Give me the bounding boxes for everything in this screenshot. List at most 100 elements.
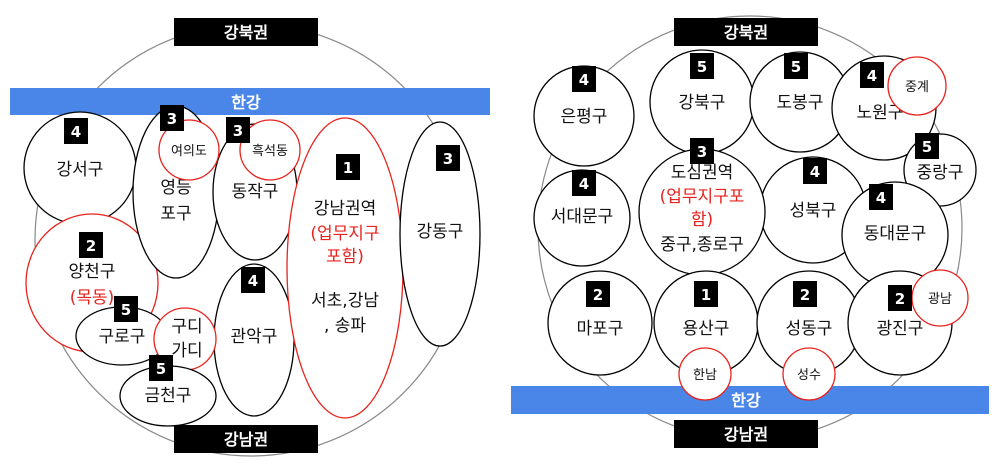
- rank-badge-geumcheon-text: 5: [156, 360, 166, 378]
- area-gudi-line2: 가디: [171, 341, 202, 361]
- rank-badge-downtown-text: 3: [697, 143, 707, 161]
- rank-badge-dobong-text: 5: [791, 58, 801, 76]
- rank-badge-dobong: [784, 53, 808, 79]
- rank-badge-dongdaemun: [869, 184, 893, 210]
- district-dongdaemun-name: 동대문구: [864, 224, 927, 244]
- rank-badge-seodaemun-text: 4: [579, 175, 589, 193]
- area-yeouido: [158, 119, 220, 181]
- left-north-label-box: [174, 18, 318, 46]
- rank-badge-gwanak-text: 4: [248, 272, 258, 290]
- district-geumcheon-name: 금천구: [145, 386, 192, 406]
- rank-badge-gwangjin-text: 2: [895, 290, 905, 308]
- area-yeouido-name: 여의도: [171, 144, 207, 159]
- district-yeongdeungpo-name1: 영등: [160, 178, 191, 198]
- area-hannam: [678, 347, 732, 401]
- rank-badge-nowon-text: 4: [867, 67, 877, 85]
- rank-badge-yeongdeungpo: [160, 105, 184, 131]
- rank-badge-jungnang-text: 5: [922, 138, 932, 156]
- district-seongbuk-name: 성북구: [790, 201, 837, 221]
- district-yongsan-name: 용산구: [683, 319, 730, 339]
- rank-badge-gangbuk: [690, 53, 714, 79]
- district-gangdong: [399, 121, 481, 347]
- right-north-label-box: [674, 18, 818, 46]
- district-eunpyeong-name: 은평구: [561, 107, 608, 127]
- area-heukseok-name: 흑석동: [252, 144, 288, 159]
- rank-badge-nowon: [860, 62, 884, 88]
- rank-badge-gangnam-text: 1: [343, 159, 353, 177]
- district-gangbuk-name: 강북구: [679, 93, 726, 113]
- district-downtown-line3: 함): [691, 210, 713, 230]
- area-heukseok: [239, 119, 301, 181]
- district-mapo-name: 마포구: [577, 319, 624, 339]
- district-jungnang-name: 중랑구: [917, 163, 964, 183]
- rank-badge-dongjak: [226, 117, 250, 143]
- district-dobong-name: 도봉구: [777, 93, 824, 113]
- rank-badge-gangseo: [64, 118, 88, 144]
- rank-badge-gangseo-text: 4: [71, 123, 81, 141]
- rank-badge-dongjak-text: 3: [233, 122, 243, 140]
- rank-badge-seongdong-text: 2: [800, 286, 810, 304]
- district-gangdong-name: 강동구: [417, 222, 464, 242]
- rank-badge-seongbuk-text: 4: [810, 163, 820, 181]
- rank-badge-guro: [114, 296, 138, 322]
- district-gangnam-line3: 포함): [326, 247, 364, 267]
- rank-badge-mapo-text: 2: [593, 286, 603, 304]
- left-south-label: 강남권: [224, 430, 268, 449]
- rank-badge-jungnang: [915, 133, 939, 159]
- district-yangcheon-sub: (목동): [70, 288, 115, 308]
- rank-badge-gwangjin: [888, 285, 912, 311]
- right-south-label-box: [674, 420, 818, 448]
- district-guro-name: 구로구: [99, 327, 146, 347]
- area-junggye: [887, 56, 947, 116]
- rank-badge-seongbuk: [803, 158, 827, 184]
- left-river-band: [10, 88, 490, 115]
- rank-badge-yongsan: [694, 281, 718, 307]
- district-gwanak-name: 관악구: [231, 327, 278, 347]
- district-yeongdeungpo-name2: 포구: [160, 204, 191, 224]
- district-yangcheon-name: 양천구: [69, 262, 116, 282]
- district-mapo: [547, 270, 653, 376]
- rank-badge-seongdong: [793, 281, 817, 307]
- rank-badge-gangdong: [436, 145, 460, 171]
- district-gangnam-line4: 서초,강남: [311, 291, 379, 311]
- district-seodaemun-name: 서대문구: [551, 207, 614, 227]
- district-gwangjin-name: 광진구: [877, 319, 924, 339]
- district-nowon-name: 노원구: [857, 103, 904, 123]
- area-seongsu-name: 성수: [797, 368, 821, 383]
- area-gudi-line1: 구디: [171, 317, 202, 337]
- district-gangnam-line2: (업무지구: [310, 224, 379, 244]
- right-south-label: 강남권: [724, 425, 768, 444]
- district-dongjak-name: 동작구: [232, 182, 279, 202]
- rank-badge-eunpyeong: [572, 66, 596, 92]
- rank-badge-guro-text: 5: [121, 301, 131, 319]
- rank-badge-eunpyeong-text: 4: [579, 71, 589, 89]
- left-diagram: 강북권 한강 강서구 양천구 (목동) 영등 포구 동작구 관악구 강남권역 (…: [10, 18, 490, 457]
- rank-badge-gangnam: [336, 154, 360, 180]
- rank-badge-gangbuk-text: 5: [697, 58, 707, 76]
- rank-badge-gwanak: [241, 267, 265, 293]
- left-north-label: 강북권: [224, 23, 268, 42]
- rank-badge-yangcheon-text: 2: [86, 237, 96, 255]
- district-downtown-line1: 도심권역: [671, 163, 734, 183]
- district-gangseo-name: 강서구: [57, 160, 104, 180]
- left-south-label-box: [174, 425, 318, 453]
- area-gwangnam-name: 광남: [928, 292, 952, 307]
- area-hannam-name: 한남: [693, 368, 717, 383]
- rank-badge-gangdong-text: 3: [443, 150, 453, 168]
- rank-badge-yeongdeungpo-text: 3: [167, 110, 177, 128]
- rank-badge-yangcheon: [79, 232, 103, 258]
- rank-badge-mapo: [586, 281, 610, 307]
- right-river-band: [511, 386, 989, 414]
- area-junggye-name: 중계: [905, 80, 929, 95]
- right-diagram: 강북권 은평구 강북구 도봉구 노원구 중랑구 서대문구 성북구 동대문구 도심…: [511, 15, 989, 448]
- area-seongsu: [782, 347, 836, 401]
- rank-badge-downtown: [690, 138, 714, 164]
- district-downtown-line2: (업무지구포: [660, 187, 745, 207]
- rank-badge-geumcheon: [149, 355, 173, 381]
- right-north-label: 강북권: [724, 23, 768, 42]
- rank-badge-seodaemun: [572, 170, 596, 196]
- left-river-label: 한강: [231, 93, 261, 112]
- district-gangnam-line5: , 송파: [324, 316, 366, 336]
- district-downtown-line4: 중구,종로구: [660, 235, 744, 255]
